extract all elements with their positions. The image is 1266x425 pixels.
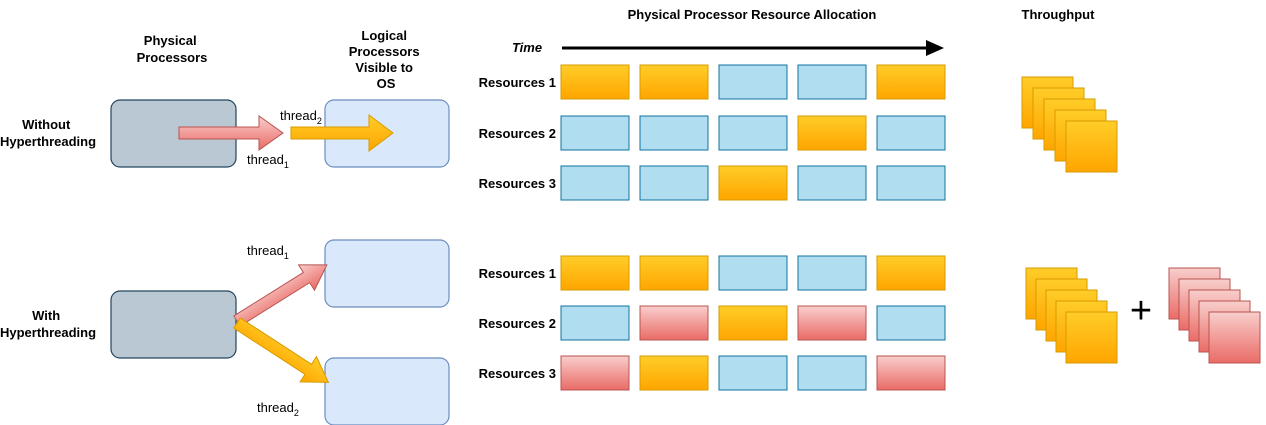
resource-cell-blue [876,165,946,201]
physical-processor-2 [110,290,237,359]
resource-row-label: Resources 3 [479,176,556,191]
thread2-diagonal-arrow [233,317,330,383]
resource-cell-blue [797,64,867,100]
resource-cell-blue [560,305,630,341]
resource-cell-blue [718,255,788,291]
resource-grid-without: Resources 1 Resources 2 Resources 3 [479,64,946,201]
resource-cell-orange [639,355,709,391]
throughput-square-orange [1065,120,1118,173]
resource-cell-blue [797,255,867,291]
resource-cell-blue [876,305,946,341]
resource-cell-orange [876,255,946,291]
resource-row-label: Resources 2 [479,316,556,331]
thread-label-lower: thread2 [257,400,299,418]
logical-processors-header: Logical Processors Visible to OS [349,28,423,91]
time-arrow-head [926,40,944,56]
resource-cell-blue [718,355,788,391]
throughput-square-orange [1065,311,1118,364]
resource-cell-orange [797,115,867,151]
resource-cell-blue [718,64,788,100]
throughput-stack-with-red [1168,267,1261,364]
resource-row-label: Resources 1 [479,266,556,281]
section-label-without: Without Hyperthreading [0,117,96,149]
thread-label-top: thread2 [280,108,322,126]
throughput-square-red [1208,311,1261,364]
resource-cell-orange [639,255,709,291]
resource-cell-blue [797,165,867,201]
resource-cell-blue [560,115,630,151]
resource-grid-with: Resources 1 Resources 2 Resources 3 [479,255,946,391]
thread1-diagonal-arrow [233,264,328,327]
resource-cell-red [876,355,946,391]
resource-cell-blue [718,115,788,151]
throughput-stack-without [1021,76,1118,173]
resource-row-label: Resources 3 [479,366,556,381]
throughput-header: Throughput [1022,7,1096,22]
resource-cell-blue [639,115,709,151]
throughput-stack-with-orange [1025,267,1118,364]
resource-cell-red [797,305,867,341]
plus-sign: + [1130,290,1152,332]
thread-label-bottom: thread1 [247,152,289,170]
resource-cell-blue [797,355,867,391]
resource-cell-orange [876,64,946,100]
resource-cell-orange [718,165,788,201]
resource-cell-orange [560,255,630,291]
physical-processors-header: Physical Processors [137,33,208,65]
thread-label-upper: thread1 [247,243,289,261]
resource-row-label: Resources 1 [479,75,556,90]
resource-row-label: Resources 2 [479,126,556,141]
thread2-arrow [290,114,394,152]
logical-processor-2b [324,357,450,425]
resource-cell-orange [639,64,709,100]
resource-cell-blue [560,165,630,201]
resource-cell-orange [718,305,788,341]
resource-cell-blue [639,165,709,201]
resource-cell-red [639,305,709,341]
resource-cell-blue [876,115,946,151]
section-label-with: With Hyperthreading [0,308,96,340]
allocation-header: Physical Processor Resource Allocation [628,7,877,22]
logical-processor-2a [324,239,450,308]
resource-cell-orange [560,64,630,100]
thread1-arrow [178,115,284,151]
resource-cell-red [560,355,630,391]
time-label: Time [512,40,542,55]
